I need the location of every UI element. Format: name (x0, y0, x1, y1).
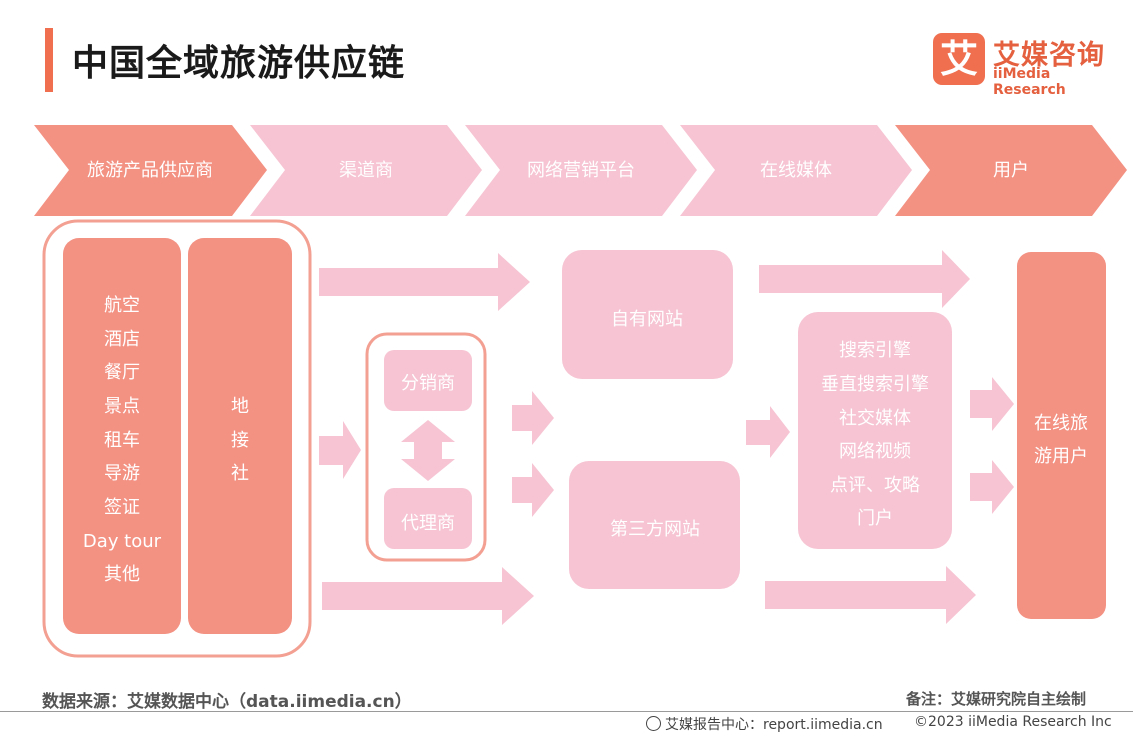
distributor-box (384, 350, 472, 411)
media-item: 搜索引擎 (839, 340, 911, 361)
report-center-text: 艾媒报告中心：report.iimedia.cn (665, 717, 883, 733)
logo-mark-icon: 艾 (933, 33, 985, 85)
media-item: 垂直搜索引擎 (821, 374, 929, 395)
own-site-label: 自有网站 (611, 309, 683, 330)
logo-name-cn: 艾媒咨询 (993, 40, 1105, 71)
arrow-own-site-to-user (759, 250, 970, 308)
brand-logo: 艾 艾媒咨询 iiMedia Research (933, 33, 1113, 98)
stage-label-user: 用户 (993, 160, 1029, 181)
arrow-platform-to-media (746, 406, 790, 458)
supplier-items: 航空 酒店 餐厅 景点 租车 导游 签证 Day tour 其他 (83, 295, 162, 585)
agent-box (384, 488, 472, 549)
agent-label: 代理商 (401, 513, 455, 534)
supplier-item: 航空 (104, 295, 140, 316)
stage-label-channel: 渠道商 (339, 160, 393, 181)
media-items: 搜索引擎 垂直搜索引擎 社交媒体 网络视频 点评、攻略 门户 (821, 340, 929, 529)
arrow-channel-to-own-site (512, 391, 554, 445)
arrow-third-party-to-user (765, 566, 976, 624)
own-site-box (562, 250, 733, 379)
stage-label-supplier: 旅游产品供应商 (87, 160, 213, 181)
arrow-supplier-to-own-site (319, 253, 530, 311)
stage-label-media: 在线媒体 (760, 160, 832, 181)
stage-chevron-platform: 网络营销平台 (465, 125, 697, 216)
media-item: 门户 (857, 508, 893, 529)
third-party-site-box (569, 461, 740, 589)
online-user-label: 在线旅 (1034, 413, 1088, 434)
title-accent-bar (45, 28, 53, 92)
online-user-box (1017, 252, 1106, 619)
stage-chevron-supplier: 旅游产品供应商 (34, 125, 267, 216)
logo-name-en: iiMedia Research (993, 66, 1066, 98)
footer-divider (0, 711, 1133, 712)
arrow-channel-to-third-party (512, 463, 554, 517)
distributor-label: 分销商 (401, 373, 455, 394)
stage-chevron-user: 用户 (895, 125, 1127, 216)
copyright: ©2023 iiMedia Research Inc (914, 714, 1112, 730)
supplier-item: 其他 (104, 564, 140, 585)
media-item: 网络视频 (839, 441, 911, 462)
online-media-box (798, 312, 952, 549)
data-source: 数据来源：艾媒数据中心（data.iimedia.cn） (42, 692, 412, 712)
supplier-item: 餐厅 (104, 362, 140, 383)
third-party-site-label: 第三方网站 (610, 519, 700, 540)
local-agency-char: 地 (231, 396, 249, 417)
media-item: 点评、攻略 (830, 475, 920, 496)
supplier-item: 酒店 (104, 329, 140, 350)
supplier-item: Day tour (83, 531, 162, 552)
arrow-supplier-to-third-party (322, 567, 534, 625)
arrow-media-to-user (970, 460, 1014, 514)
supplier-item: 租车 (104, 430, 140, 451)
footnote: 备注：艾媒研究院自主绘制 (906, 690, 1087, 708)
online-user-label: 游用户 (1034, 446, 1088, 467)
supplier-item: 景点 (104, 396, 140, 417)
stage-chevron-channel: 渠道商 (250, 125, 482, 216)
local-agency-box (188, 238, 292, 634)
stage-chevron-media: 在线媒体 (680, 125, 912, 216)
local-agency-char: 社 (231, 463, 249, 484)
supplier-list-box (63, 238, 181, 634)
double-arrow-icon (401, 420, 455, 481)
channel-group-outline (365, 332, 487, 562)
report-center: 艾媒报告中心：report.iimedia.cn (646, 714, 883, 734)
arrow-supplier-to-channel (319, 421, 361, 479)
local-agency-char: 接 (231, 430, 249, 451)
supplier-item: 导游 (104, 463, 140, 484)
arrow-media-to-user (970, 377, 1014, 431)
supplier-item: 签证 (104, 497, 140, 518)
page-title: 中国全域旅游供应链 (72, 43, 406, 84)
supplier-group-outline (42, 219, 312, 658)
globe-icon (646, 716, 661, 731)
media-item: 社交媒体 (839, 408, 911, 429)
stage-label-platform: 网络营销平台 (527, 160, 635, 181)
